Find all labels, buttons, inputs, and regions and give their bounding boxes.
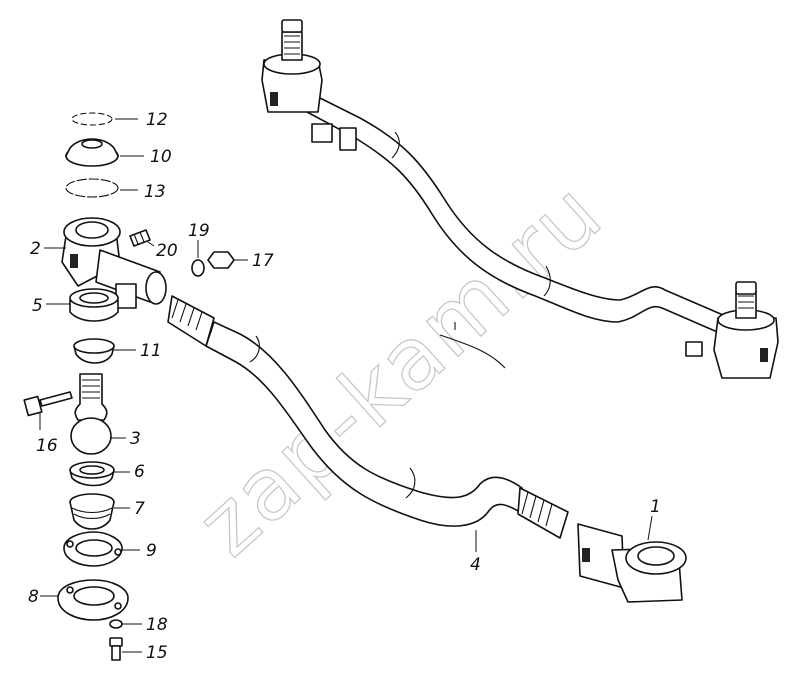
retaining-ring-12 [71,112,113,126]
callout-10: 10 [150,147,172,167]
leader-20 [147,241,155,247]
callout-19: 19 [188,221,210,241]
callout-12: 12 [146,110,168,130]
lock-washer-19 [191,259,205,277]
snap-ring-13 [65,178,119,198]
callout-5: 5 [32,296,43,316]
callout-1: 1 [650,497,661,517]
callout-15: 15 [146,643,168,663]
grease-fitting-20 [129,229,151,247]
tie-rod-tube-4 [167,295,569,539]
tie-rod-end-housing-2 [61,217,167,309]
callout-3: 3 [130,429,141,449]
callout-6: 6 [134,462,145,482]
callout-13: 13 [144,182,166,202]
callout-4: 4 [470,555,481,575]
gasket-9 [63,531,123,567]
cover-8 [57,579,129,621]
dust-boot-10 [65,138,119,167]
ball-pin-3 [70,373,112,455]
insert-6 [69,461,115,487]
spring-7 [69,493,115,530]
assembled-tie-rod [261,19,779,379]
bushing-5 [69,288,119,322]
liner-11 [73,338,115,364]
bolt-16 [23,391,73,417]
tie-rod-end-1 [577,523,687,603]
callout-17: 17 [252,251,274,271]
bolt-15 [109,637,123,661]
callout-2: 2 [30,239,41,259]
nut-17 [207,251,235,269]
callout-7: 7 [134,499,145,519]
callout-9: 9 [146,541,157,561]
callout-20: 20 [156,241,178,261]
callout-11: 11 [140,341,162,361]
leader-1 [647,515,653,541]
callout-18: 18 [146,615,168,635]
spring-washer-18 [109,619,123,629]
callout-8: 8 [28,587,39,607]
callout-16: 16 [36,436,58,456]
